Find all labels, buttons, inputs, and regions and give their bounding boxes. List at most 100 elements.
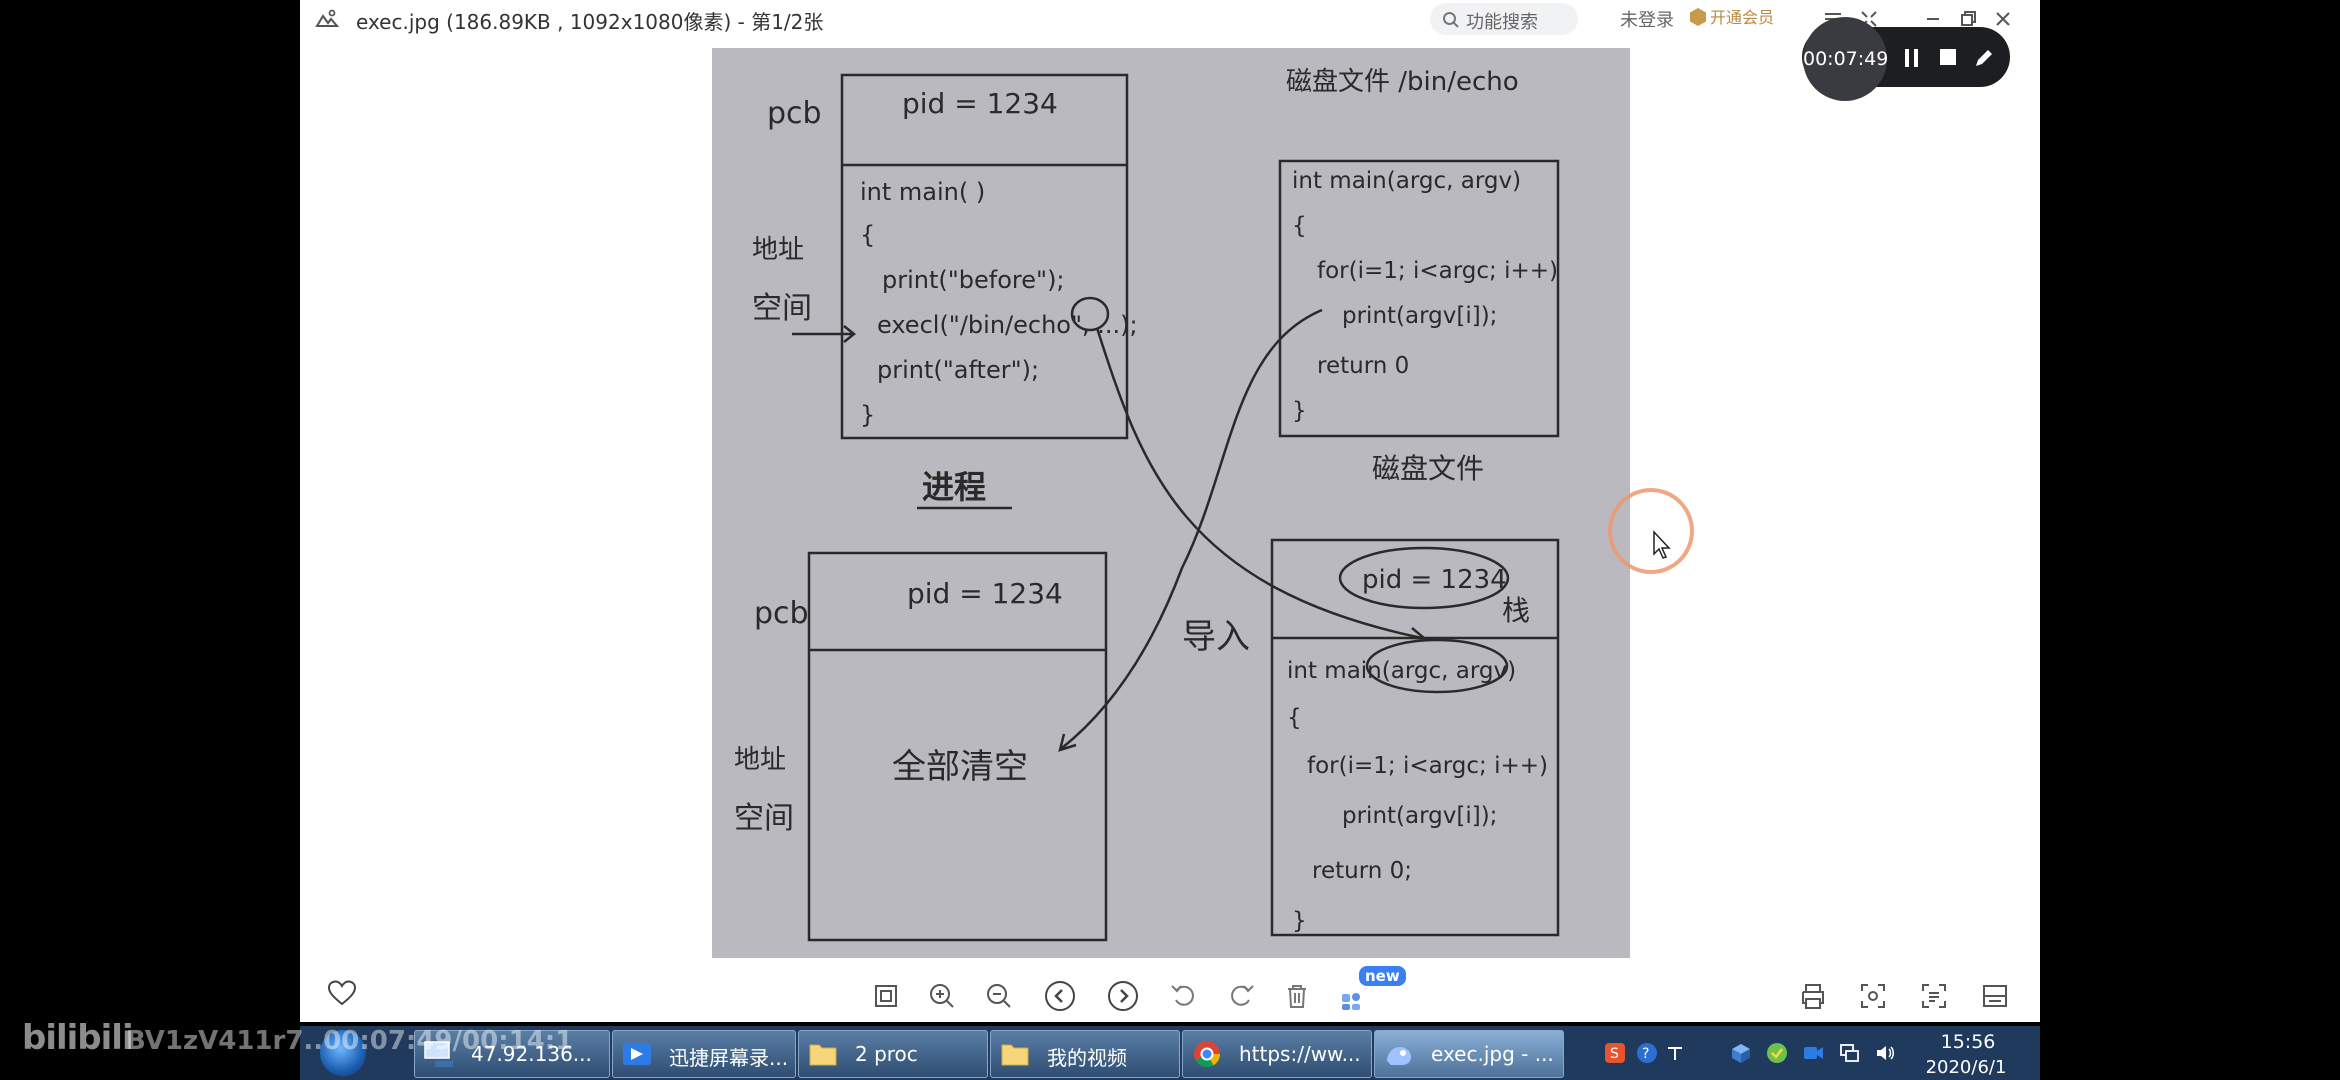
code-line: print(argv[i]); — [1342, 803, 1497, 829]
code-line: int main( ) — [860, 178, 985, 206]
next-image-icon[interactable] — [1107, 980, 1139, 1012]
space-label: 空间 — [734, 801, 794, 836]
space-label: 空间 — [752, 291, 812, 326]
taskbar-item-label: 迅捷屏幕录... — [669, 1046, 789, 1070]
favorite-heart-icon[interactable] — [327, 979, 357, 1007]
ime-settings-icon[interactable] — [1664, 1042, 1686, 1064]
pid-label: pid = 1234 — [907, 577, 1063, 610]
stop-icon[interactable] — [1936, 47, 1960, 69]
new-badge: new — [1359, 966, 1406, 986]
start-button[interactable] — [320, 1030, 366, 1076]
rotate-left-icon[interactable] — [1168, 980, 1200, 1012]
more-tools-icon[interactable] — [1979, 980, 2011, 1012]
previous-image-icon[interactable] — [1044, 980, 1076, 1012]
print-icon[interactable] — [1797, 980, 1829, 1012]
execl-to-main-arrow — [1095, 327, 1423, 640]
cube-icon[interactable] — [1730, 1042, 1752, 1064]
code-line: print("after"); — [877, 356, 1039, 384]
disk-file-title: 磁盘文件 /bin/echo — [1286, 67, 1519, 97]
code-line: { — [1287, 705, 1302, 731]
taskbar-item-folder-proc[interactable]: 2 proc — [798, 1030, 988, 1078]
taskbar-item-chrome[interactable]: https://ww... — [1182, 1030, 1372, 1078]
code-line: print(argv[i]); — [1342, 303, 1497, 329]
mouse-pointer-icon — [1653, 530, 1671, 559]
recording-timer-badge — [1803, 17, 1887, 101]
folder-icon — [1001, 1044, 1029, 1066]
code-line: print("before"); — [882, 266, 1065, 294]
address-label: 地址 — [752, 235, 804, 265]
apps-icon[interactable] — [1338, 980, 1370, 1012]
disk-file-box — [1278, 159, 1560, 438]
taskbar-item-image-viewer[interactable]: exec.jpg - ... — [1374, 1030, 1564, 1078]
process-box — [840, 73, 1129, 440]
title-bar: exec.jpg (186.89KB , 1092x1080像素) - 第1/2… — [300, 0, 2040, 38]
clock-time[interactable]: 15:56 — [1940, 1031, 1996, 1053]
pcb-label: pcb — [767, 96, 822, 131]
svg-text:?: ? — [1642, 1046, 1649, 1062]
taskbar-item-remote[interactable]: 47.92.136... — [414, 1030, 610, 1078]
feature-search-box[interactable]: 功能搜索 — [1430, 3, 1578, 35]
recording-time: 00:07:49 — [1803, 48, 1889, 70]
code-line: return 0 — [1317, 353, 1409, 379]
delete-icon[interactable] — [1281, 980, 1313, 1012]
code-line: { — [1292, 213, 1307, 239]
remote-desktop-icon — [424, 1041, 453, 1067]
taskbar-item-label: 47.92.136... — [471, 1042, 592, 1066]
search-icon — [1443, 12, 1459, 28]
window-title: exec.jpg (186.89KB , 1092x1080像素) - 第1/2… — [356, 10, 824, 34]
vip-link[interactable]: 开通会员 — [1710, 8, 1775, 27]
image-viewer-icon — [1387, 1047, 1411, 1065]
cursor-highlight-ring — [1608, 488, 1694, 574]
zoom-out-icon[interactable] — [983, 980, 1015, 1012]
clock-date[interactable]: 2020/6/1 — [1925, 1057, 2007, 1078]
address-label: 地址 — [734, 745, 786, 775]
zoom-in-icon[interactable] — [926, 980, 958, 1012]
taskbar-item-label: exec.jpg - ... — [1431, 1042, 1554, 1066]
folder-icon — [809, 1044, 837, 1066]
import-arrow — [1061, 308, 1323, 749]
chrome-icon — [1194, 1041, 1221, 1068]
taskbar-item-label: 我的视频 — [1047, 1046, 1127, 1070]
code-line: int main(argc, argv) — [1292, 168, 1521, 194]
screen-recorder-icon — [623, 1043, 651, 1065]
code-line: int main(argc, argv) — [1287, 658, 1516, 684]
network-icon[interactable] — [1838, 1042, 1860, 1064]
displayed-photo: pcb pid = 1234 地址 空间 int main( ) { print… — [712, 48, 1630, 958]
hand-drawn-diagram: pcb pid = 1234 地址 空间 int main( ) { print… — [734, 67, 1560, 942]
security-icon[interactable] — [1766, 1042, 1788, 1064]
screenshot-icon[interactable] — [1857, 980, 1889, 1012]
pause-icon[interactable] — [1900, 47, 1924, 69]
photo-app-icon — [315, 9, 339, 27]
code-line: } — [860, 401, 875, 429]
taskbar-item-recorder[interactable]: 迅捷屏幕录... — [612, 1030, 796, 1078]
search-placeholder: 功能搜索 — [1466, 12, 1538, 33]
pcb-label: pcb — [754, 596, 809, 631]
code-line: } — [1292, 398, 1307, 424]
process-caption: 进程 — [922, 468, 986, 506]
code-line: } — [1292, 908, 1307, 934]
rotate-right-icon[interactable] — [1225, 980, 1257, 1012]
minimize-icon[interactable] — [1920, 6, 1946, 32]
video-call-icon[interactable] — [1802, 1042, 1824, 1064]
volume-icon[interactable] — [1874, 1042, 1896, 1064]
login-link[interactable]: 未登录 — [1620, 10, 1674, 31]
taskbar-item-my-videos[interactable]: 我的视频 — [990, 1030, 1180, 1078]
code-line: for(i=1; i<argc; i++) — [1307, 753, 1548, 779]
pid-label: pid = 1234 — [1362, 565, 1507, 595]
ocr-icon[interactable] — [1918, 980, 1950, 1012]
code-line: for(i=1; i<argc; i++) — [1317, 258, 1558, 284]
taskbar-item-label: https://ww... — [1239, 1042, 1361, 1066]
fullscreen-icon[interactable] — [1856, 6, 1882, 32]
bilibili-logo: bilibili — [22, 1018, 134, 1058]
code-line: { — [860, 221, 875, 249]
input-method-icon[interactable]: S — [1604, 1042, 1626, 1064]
close-icon[interactable] — [1990, 6, 2016, 32]
restore-icon[interactable] — [1955, 6, 1981, 32]
fit-screen-icon[interactable] — [870, 980, 902, 1012]
help-icon[interactable]: ? — [1636, 1042, 1658, 1064]
pen-icon[interactable] — [1972, 47, 1996, 69]
cleared-process-box — [807, 551, 1108, 942]
taskbar-item-label: 2 proc — [855, 1042, 918, 1066]
code-line: return 0; — [1312, 858, 1412, 884]
loaded-process-box — [1270, 538, 1560, 937]
